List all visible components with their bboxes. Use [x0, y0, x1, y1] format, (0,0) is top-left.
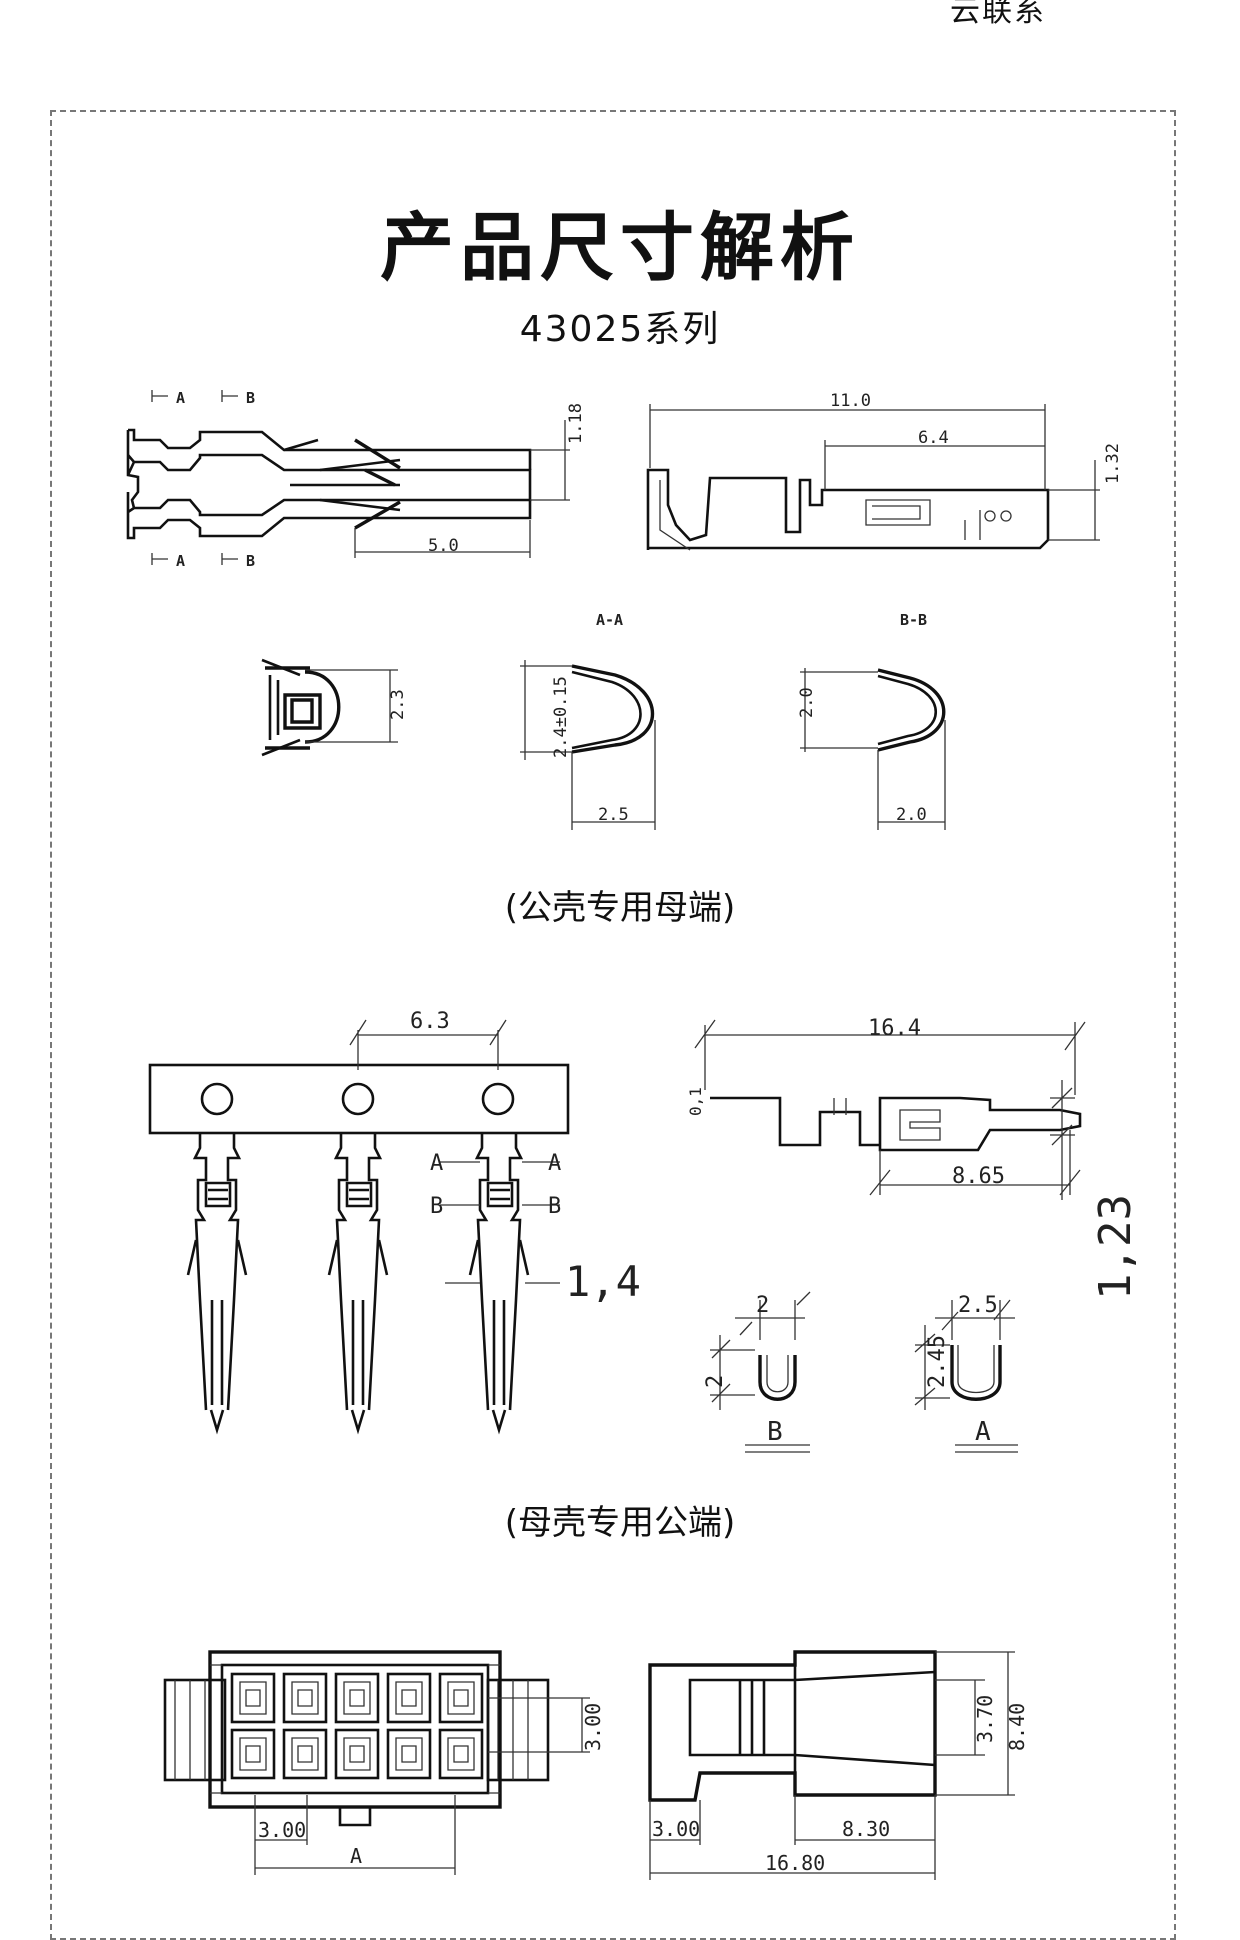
female-side-view: 11.0 6.4 1.32: [646, 391, 1123, 551]
male-terminal-strip: 6.3 A A B B 1,4: [148, 1009, 641, 1435]
male-section-b: 2 2 B: [703, 1291, 811, 1453]
section-a-label: A: [975, 1417, 991, 1447]
housing-side-view: 3.00 8.30 16.80 3.70 8.40: [648, 1650, 1029, 1880]
dim-side-total: 16.80: [765, 1851, 825, 1875]
male-side-view: 16.4 8.65 0,1 1,23: [686, 1016, 1141, 1300]
brand-name: 云联系: [950, 0, 1046, 29]
female-terminal-caption: (公壳专用母端): [504, 888, 736, 928]
section-mark: A: [176, 552, 185, 570]
dim-housing-total: A: [350, 1844, 362, 1868]
mark-a-left: A: [430, 1151, 443, 1176]
section-mark: B: [246, 389, 255, 407]
mark-b-right: B: [548, 1194, 561, 1219]
dim-side-height: 8.40: [1005, 1703, 1029, 1751]
dim-b-width: 2: [756, 1293, 769, 1318]
dim-mid: 6.4: [918, 428, 949, 448]
section-mark: B: [246, 552, 255, 570]
dim-aa-width: 2.5: [598, 805, 629, 825]
dim-bb-height: 2.0: [797, 687, 817, 718]
female-top-view: A B A B 1.18 5.0: [126, 389, 586, 570]
mark-b-left: B: [430, 1194, 443, 1219]
dim-cavity-pitch: 3.00: [258, 1818, 306, 1842]
dim-pin-width: 1,4: [565, 1257, 641, 1306]
dim-inner: 3.70: [973, 1695, 997, 1743]
male-section-a: 2.5 2.45 A: [914, 1293, 1018, 1453]
dim-male-total: 16.4: [868, 1016, 921, 1041]
section-aa-label: A-A: [596, 611, 623, 629]
dim-total: 11.0: [830, 391, 871, 411]
female-end-view: 2.3: [261, 658, 408, 757]
section-b-label: B: [767, 1417, 783, 1447]
dim-end-height: 2.3: [388, 689, 408, 720]
dim-side-height: 1.32: [1103, 443, 1123, 484]
dim-length: 5.0: [428, 536, 459, 556]
dim-aa-height: 2.4±0.15: [551, 676, 571, 758]
mark-a-right: A: [548, 1151, 561, 1176]
dim-latch: 8.30: [842, 1817, 890, 1841]
dim-row-pitch: 3.00: [581, 1703, 605, 1751]
series-subtitle: 43025系列: [519, 309, 721, 350]
housing-front-view: 3.00 A 3.00: [163, 1650, 605, 1875]
section-bb: B-B 2.0 2.0: [797, 611, 946, 830]
dim-male-pin: 8.65: [952, 1164, 1005, 1189]
dim-b-height: 2: [703, 1375, 728, 1388]
dim-male-height: 1,23: [1090, 1194, 1141, 1300]
dim-height: 1.18: [566, 403, 586, 444]
section-bb-label: B-B: [900, 611, 927, 629]
section-mark: A: [176, 389, 185, 407]
dim-a-width: 2.5: [958, 1293, 998, 1318]
dim-bb-width: 2.0: [896, 805, 927, 825]
dim-side-left: 3.00: [652, 1817, 700, 1841]
page-title: 产品尺寸解析: [380, 205, 860, 291]
dim-a-height: 2.45: [925, 1335, 950, 1388]
dim-pitch: 6.3: [410, 1009, 450, 1034]
section-aa: A-A 2.4±0.15 2.5: [520, 611, 656, 830]
male-terminal-caption: (母壳专用公端): [504, 1503, 736, 1543]
dim-male-tab: 0,1: [686, 1087, 705, 1116]
